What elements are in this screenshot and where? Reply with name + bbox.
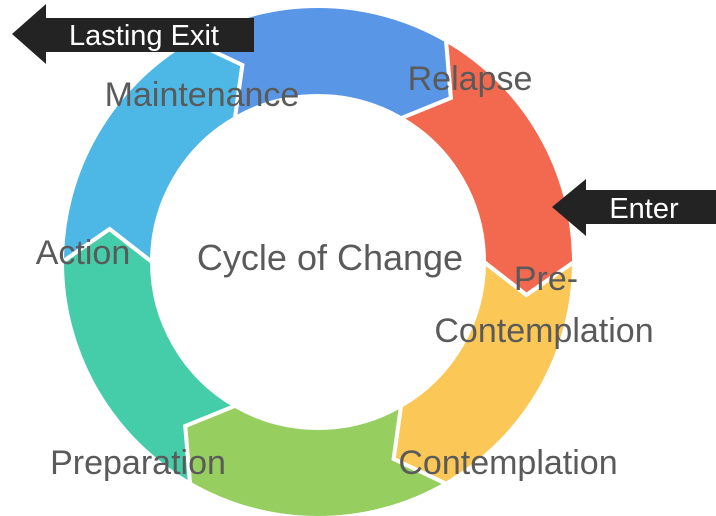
stage-label-action: Action [36,234,131,272]
cycle-ring [59,4,577,516]
stage-label-preparation: Preparation [50,444,226,482]
stage-label-relapse: Relapse [408,60,533,98]
stage-label-maintenance: Maintenance [105,76,300,114]
stage-label-pre-contemplation-line2: Contemplation [434,312,653,350]
stage-label-contemplation: Contemplation [398,444,617,482]
stage-label-pre-contemplation-line1: Pre- [514,260,578,298]
enter-arrow [552,179,716,236]
diagram-title: Cycle of Change [197,237,463,278]
ring-segment-maintenance [185,4,453,122]
ring-segment-action [59,38,245,267]
lasting-exit-arrow [12,4,254,64]
enter-label: Enter [609,193,679,225]
lasting-exit-label: Lasting Exit [69,20,219,52]
